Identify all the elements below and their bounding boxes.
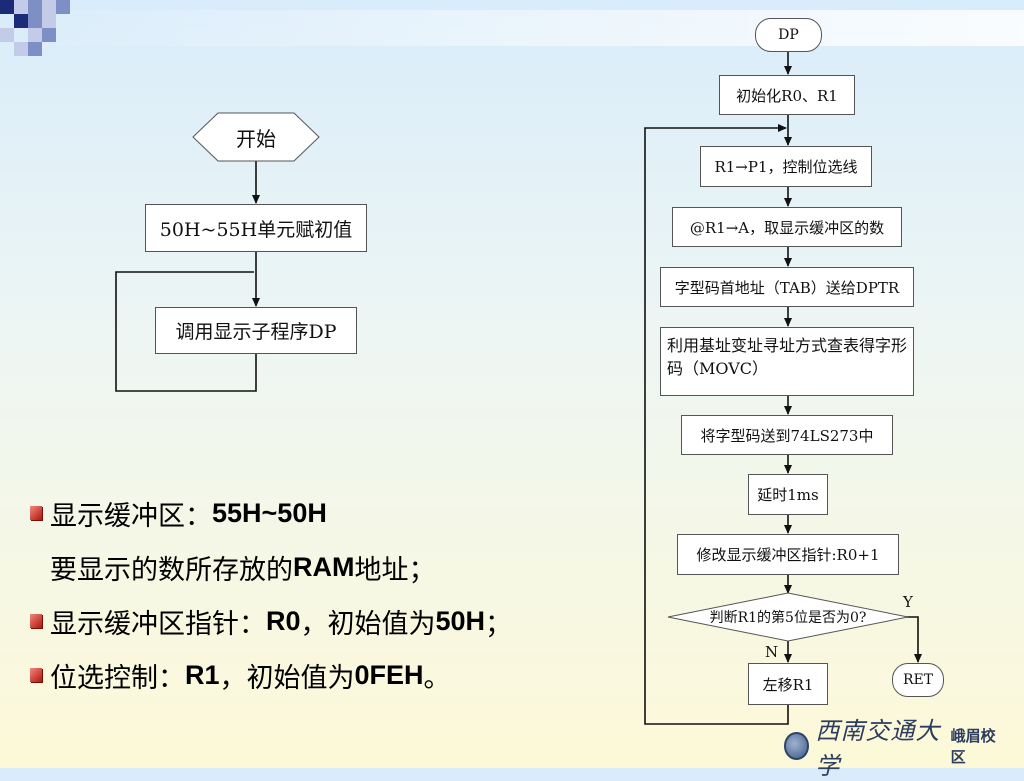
bullet-display-buffer: 显示缓冲区：55H~50H: [30, 486, 620, 540]
yes-label: Y: [903, 593, 913, 611]
university-name: 西南交通大学: [815, 717, 941, 780]
bullet-square-icon: [30, 668, 42, 682]
tab-dptr-box: 字型码首地址（TAB）送给DPTR: [660, 267, 914, 307]
shift-left-box: 左移R1: [748, 663, 828, 705]
university-logo: 西南交通大学 峨眉校区: [784, 717, 1004, 780]
dp-terminal: DP: [755, 18, 822, 52]
bullet-square-icon: [30, 506, 42, 520]
init-units-box: 50H~55H单元赋初值: [145, 204, 367, 252]
campus-name: 峨眉校区: [950, 727, 996, 766]
ret-terminal: RET: [892, 663, 944, 697]
bullet-square-icon: [30, 614, 42, 628]
delay-box: 延时1ms: [748, 474, 828, 515]
call-display-box: 调用显示子程序DP: [155, 307, 357, 354]
lookup-table-box: 利用基址变址寻址方式查表得字形码（MOVC）: [660, 327, 914, 396]
modify-pointer-box: 修改显示缓冲区指针:R0+1: [677, 534, 899, 575]
start-node: 开始: [236, 126, 276, 151]
bit-select-box: R1→P1，控制位选线: [700, 146, 872, 187]
decision-node: 判断R1的第5位是否为0?: [709, 610, 867, 626]
no-label: N: [765, 643, 779, 661]
header-band: [0, 10, 1024, 46]
send-latch-box: 将字型码送到74LS273中: [681, 415, 893, 455]
init-r0-r1-box: 初始化R0、R1: [719, 75, 855, 115]
university-emblem-icon: [784, 732, 810, 760]
fetch-buffer-box: @R1→A，取显示缓冲区的数: [672, 207, 902, 247]
